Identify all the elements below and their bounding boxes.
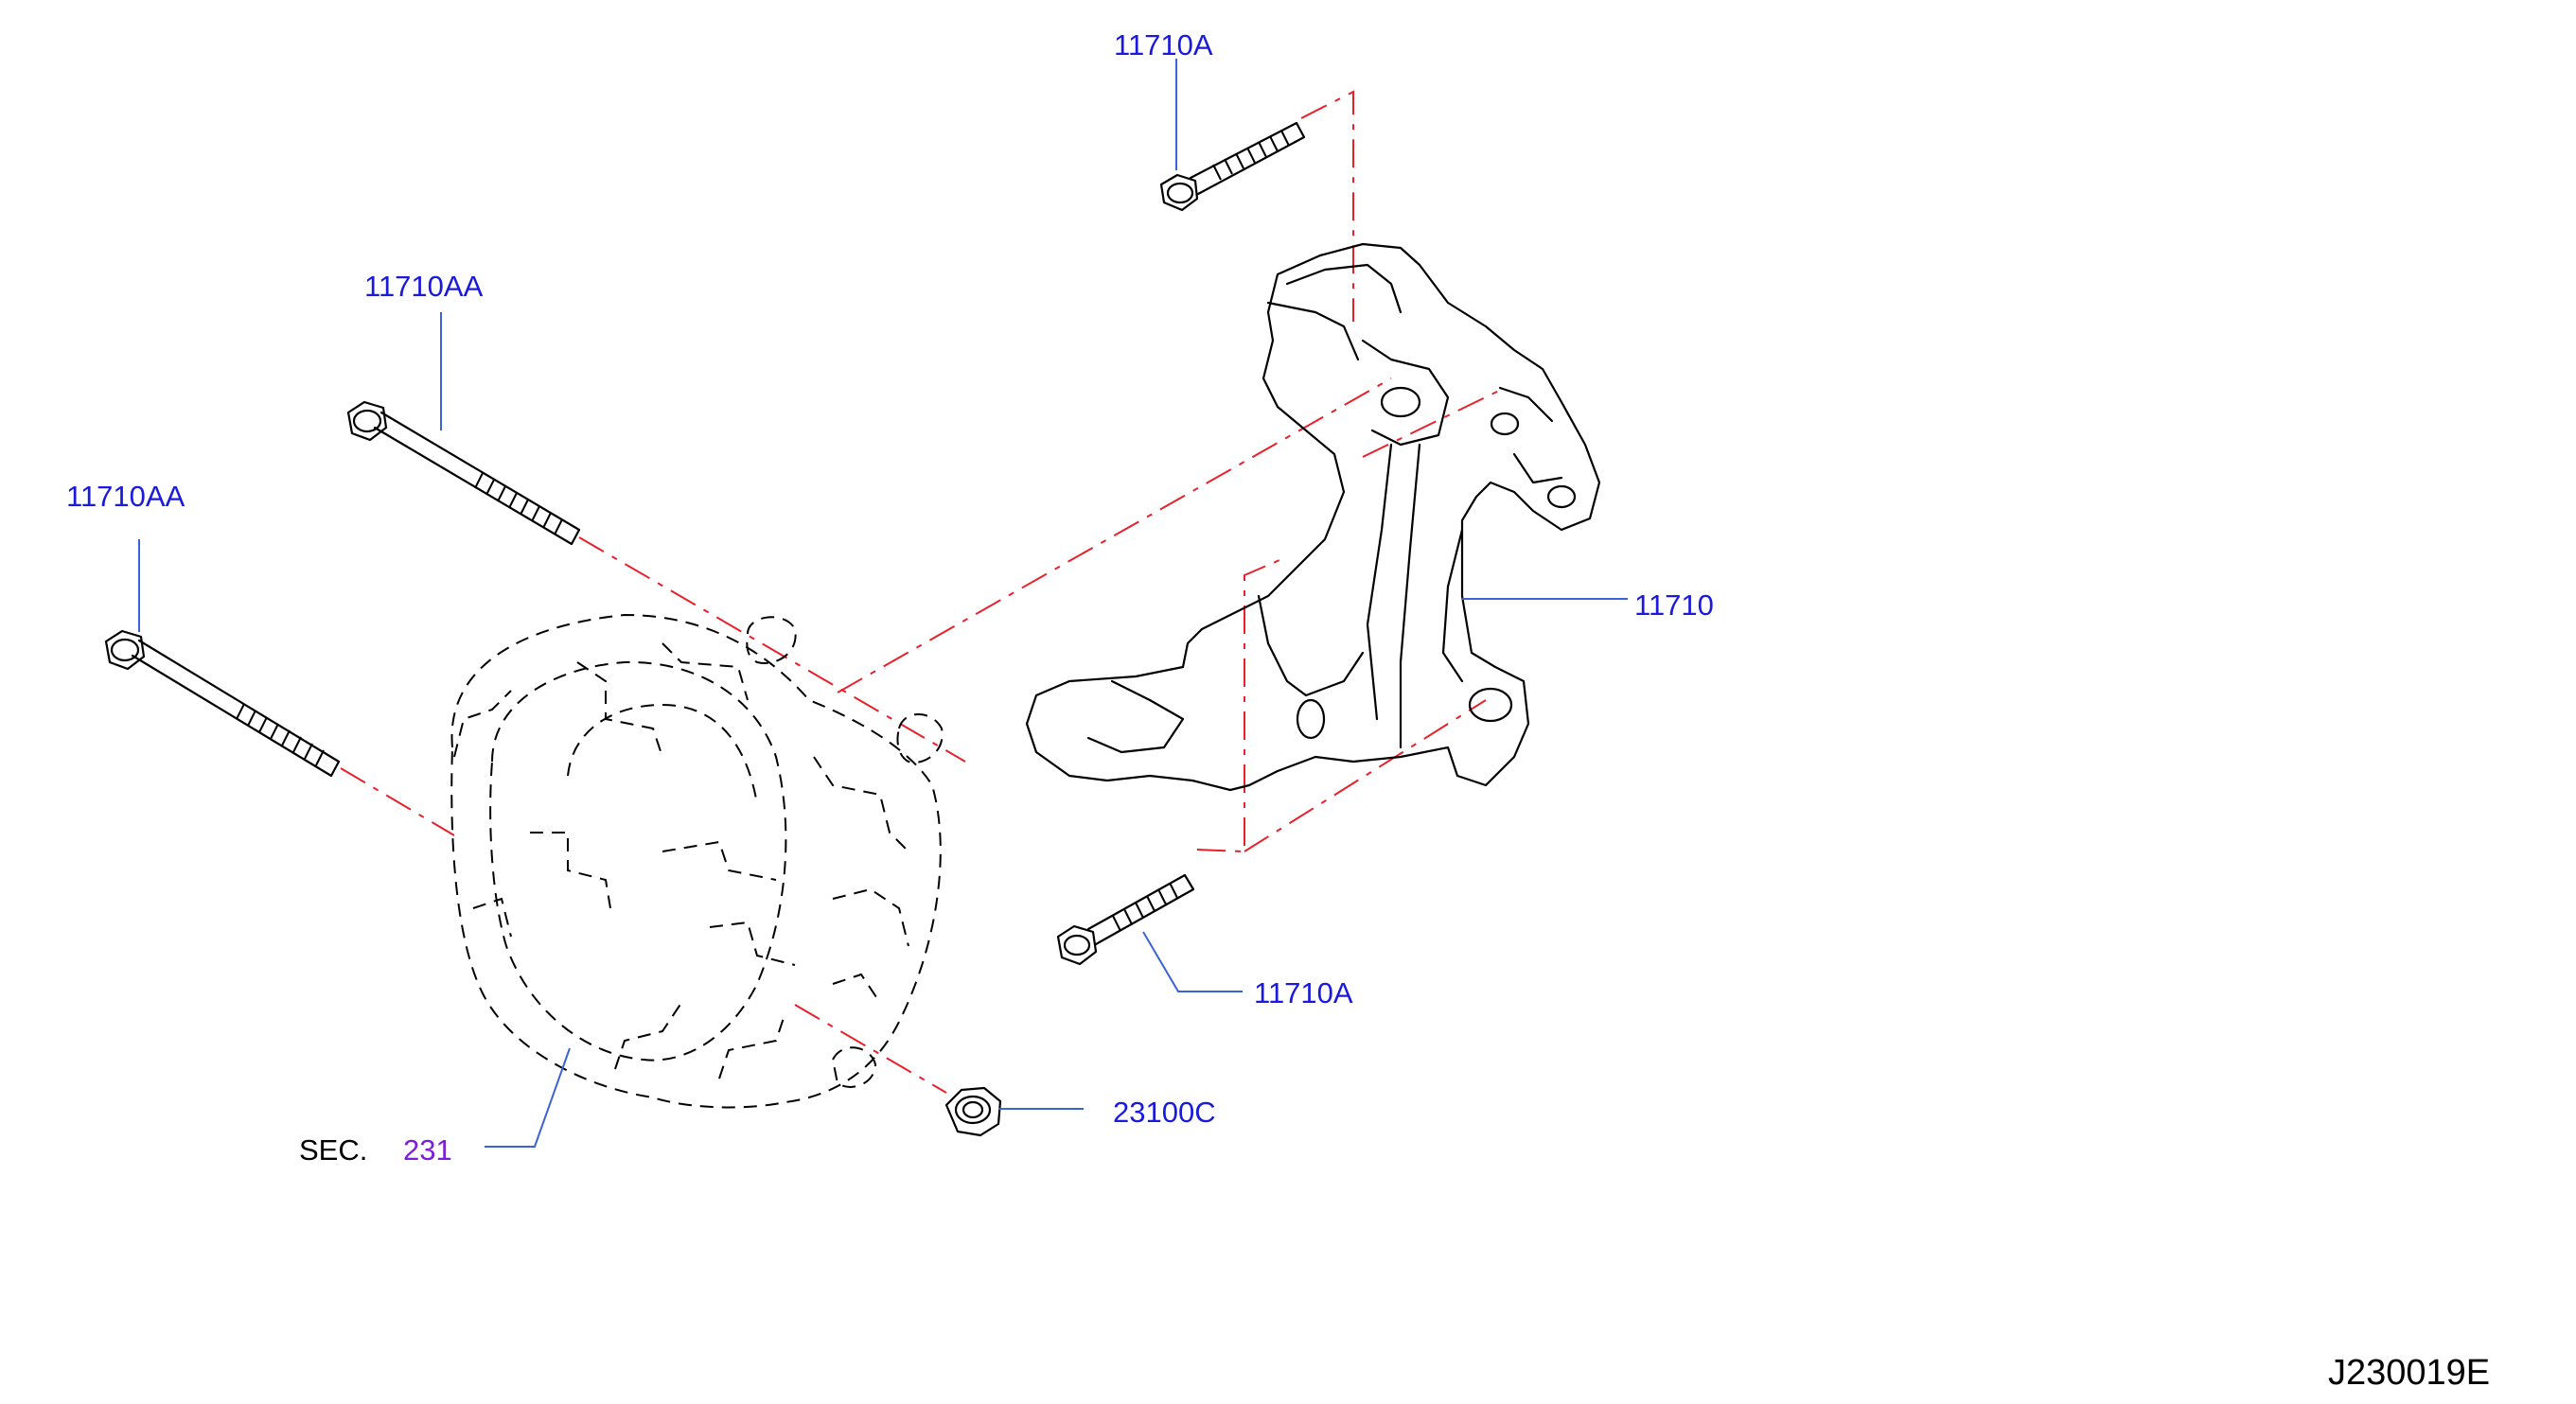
centerline-lower-bolt xyxy=(340,767,455,836)
label-11710aa-lower[interactable]: 11710AA xyxy=(66,480,185,513)
centerline-top-bolt xyxy=(1300,90,1354,322)
long-bolt-11710aa-lower[interactable] xyxy=(104,629,341,778)
centerline-bracket-upper xyxy=(837,377,1392,693)
label-11710a-top[interactable]: 11710A xyxy=(1114,28,1213,61)
alternator-bracket-11710[interactable] xyxy=(1025,242,1601,792)
label-11710aa-upper[interactable]: 11710AA xyxy=(364,270,484,303)
centerline-bracket-lower xyxy=(1244,699,1487,852)
centerline-nut xyxy=(794,1004,947,1094)
centerline-bottom-bolt xyxy=(1196,559,1280,853)
bolt-11710a-bottom[interactable] xyxy=(1056,873,1195,966)
label-11710-bracket[interactable]: 11710 xyxy=(1634,588,1714,622)
nut-23100c[interactable] xyxy=(944,1086,1002,1137)
label-11710a-bottom[interactable]: 11710A xyxy=(1254,976,1353,1009)
callout-labels: 11710A 11710AA 11710AA 11710 11710A 2310… xyxy=(66,28,1714,1167)
centerlines xyxy=(340,90,1506,1094)
drawing-code: J230019E xyxy=(2328,1353,2490,1393)
bolt-11710a-top[interactable] xyxy=(1159,121,1306,212)
label-23100c-nut[interactable]: 23100C xyxy=(1113,1096,1216,1129)
alternator-assembly[interactable] xyxy=(450,613,944,1109)
leader-lines xyxy=(138,59,1628,1148)
section-link-231[interactable]: 231 xyxy=(403,1133,452,1167)
section-word: SEC. xyxy=(299,1133,367,1167)
long-bolt-11710aa-upper[interactable] xyxy=(346,400,581,546)
centerline-bracket-right xyxy=(1362,387,1506,458)
centerline-upper-bolt xyxy=(578,536,966,763)
